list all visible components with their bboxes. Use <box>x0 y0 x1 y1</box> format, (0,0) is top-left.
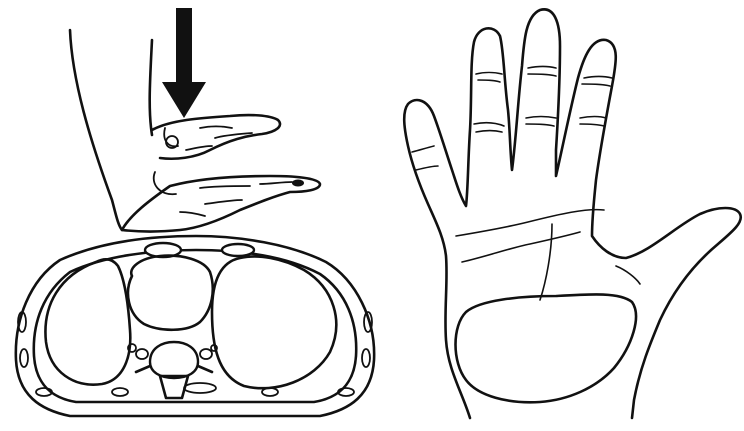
left-lung <box>45 259 130 384</box>
open-hand-palm <box>404 9 741 418</box>
forearm-back <box>150 40 152 135</box>
right-lung <box>212 257 336 389</box>
vertebra <box>136 342 212 398</box>
compression-arrow <box>162 8 206 118</box>
bottom-hand <box>122 172 320 232</box>
forearm <box>70 30 122 230</box>
left-panel <box>16 8 374 416</box>
heel-of-hand-contact-area <box>456 294 636 402</box>
chest-cross-section <box>16 236 374 416</box>
right-panel <box>404 9 741 418</box>
top-hand <box>152 115 280 159</box>
heart <box>128 256 213 330</box>
